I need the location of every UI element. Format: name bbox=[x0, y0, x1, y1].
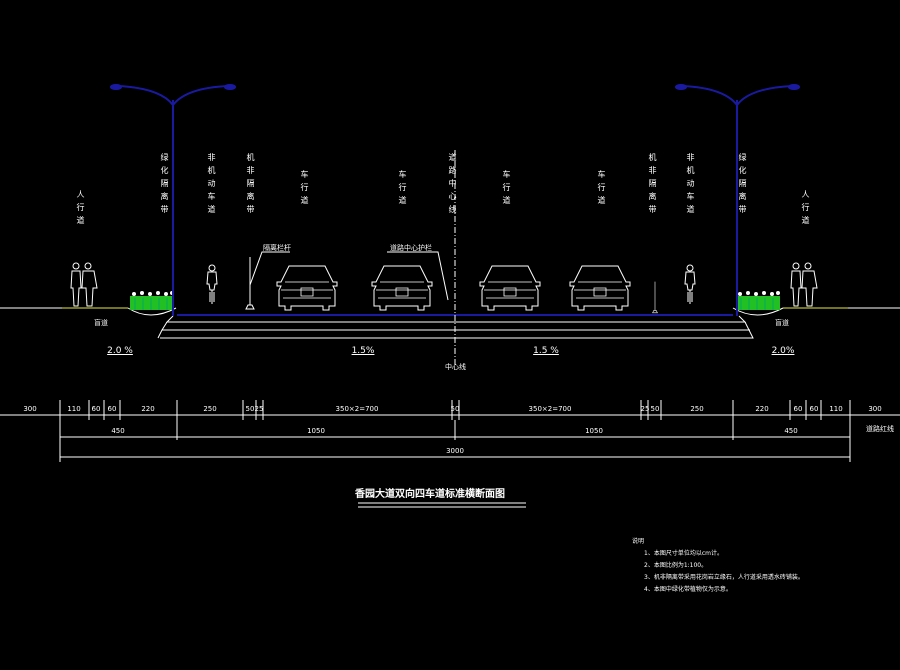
car-icon bbox=[569, 265, 631, 311]
label-bike-lane-left: 非机动车道 bbox=[207, 153, 216, 218]
label-separator-left: 机非隔离带 bbox=[246, 153, 255, 218]
note-item: 3、机非隔离带采用花岗岩立缘石，人行道采用透水砖铺装。 bbox=[644, 574, 804, 581]
label-red-line: 道路红线 bbox=[866, 425, 894, 433]
label-sidewalk-right: 人行道 bbox=[801, 190, 810, 229]
dimension-label: 60 bbox=[107, 405, 117, 413]
label-railing: 隔离栏杆 bbox=[263, 244, 291, 252]
dimension-label: 110 bbox=[67, 405, 81, 413]
dimension-label: 220 bbox=[141, 405, 155, 413]
dimension-label: 1050 bbox=[585, 427, 603, 435]
note-item: 4、本图中绿化带植物仅为示意。 bbox=[644, 586, 732, 593]
dimension-label: 300 bbox=[23, 405, 37, 413]
cyclist-right-icon bbox=[684, 264, 696, 305]
car-icon bbox=[479, 265, 541, 311]
label-sidewalk-left: 人行道 bbox=[76, 190, 85, 229]
pedestrians-right-icon bbox=[790, 262, 818, 307]
label-blind-path-left: 盲道 bbox=[94, 319, 108, 327]
dimension-label: 50 bbox=[450, 405, 460, 413]
dimension-label: 220 bbox=[755, 405, 769, 413]
dimension-label: 25 bbox=[640, 405, 650, 413]
dimension-label: 300 bbox=[868, 405, 882, 413]
green-belt-left-curb bbox=[127, 307, 177, 316]
dimension-lines bbox=[0, 400, 900, 508]
notes: 说明 1、本图尺寸单位均以cm计。 2、本图比例为1:100。 3、机非隔离带采… bbox=[632, 536, 804, 596]
dimension-label: 250 bbox=[690, 405, 704, 413]
dimension-label: 50 bbox=[650, 405, 660, 413]
dimension-label: 250 bbox=[203, 405, 217, 413]
dimension-label: 450 bbox=[111, 427, 125, 435]
railing-post-right-icon bbox=[652, 281, 658, 314]
notes-heading: 说明 bbox=[632, 538, 645, 545]
car-icon bbox=[276, 265, 338, 311]
dimension-label: 450 bbox=[784, 427, 798, 435]
plants-left bbox=[129, 290, 175, 310]
slope-left-sidewalk: 2.0 % bbox=[107, 346, 133, 356]
dimension-label: 1050 bbox=[307, 427, 325, 435]
note-item: 2、本图比例为1:100。 bbox=[644, 562, 708, 569]
label-green-belt-left: 绿化隔离带 bbox=[160, 153, 169, 218]
label-carriageway-left: 车行道 bbox=[300, 170, 309, 209]
label-green-belt-right: 绿化隔离带 bbox=[738, 153, 747, 218]
car-icon bbox=[371, 265, 433, 311]
dimension-label: 3000 bbox=[446, 447, 464, 455]
slope-right-sidewalk: 2.0% bbox=[771, 346, 795, 356]
dimension-label: 110 bbox=[829, 405, 843, 413]
label-carriageway-right2: 车行道 bbox=[597, 170, 606, 209]
label-carriageway-right: 车行道 bbox=[502, 170, 511, 209]
dimension-label: 60 bbox=[793, 405, 803, 413]
cyclist-left-icon bbox=[206, 264, 218, 305]
slope-left-road: 1.5% bbox=[351, 346, 375, 356]
slope-right-road: 1.5 % bbox=[533, 346, 559, 356]
plants-right bbox=[735, 290, 781, 310]
dimension-label: 350×2=700 bbox=[335, 405, 379, 413]
street-lamp-right bbox=[675, 84, 800, 316]
label-center-line: 道路中心线 bbox=[448, 153, 457, 218]
street-lamp-left bbox=[110, 84, 236, 316]
label-center-guardrail: 道路中心护栏 bbox=[390, 244, 432, 252]
dimension-label: 60 bbox=[91, 405, 101, 413]
label-carriageway-left2: 车行道 bbox=[398, 170, 407, 209]
pedestrians-left-icon bbox=[70, 262, 98, 307]
label-separator-right: 机非隔离带 bbox=[648, 153, 657, 218]
dimension-label: 350×2=700 bbox=[528, 405, 572, 413]
label-blind-path-right: 盲道 bbox=[775, 319, 789, 327]
drawing-title: 香园大道双向四车道标准横断面图 bbox=[355, 489, 505, 500]
dimension-label: 60 bbox=[809, 405, 819, 413]
railing-leader bbox=[249, 251, 290, 286]
label-center-line-bottom: 中心线 bbox=[445, 363, 466, 371]
dimension-label: 50 bbox=[245, 405, 255, 413]
dimension-label: 25 bbox=[254, 405, 264, 413]
railing-post-left-icon bbox=[245, 256, 255, 310]
note-item: 1、本图尺寸单位均以cm计。 bbox=[644, 550, 723, 557]
pavement-layers bbox=[157, 315, 754, 339]
label-bike-lane-right: 非机动车道 bbox=[686, 153, 695, 218]
guardrail-leader bbox=[387, 251, 449, 301]
